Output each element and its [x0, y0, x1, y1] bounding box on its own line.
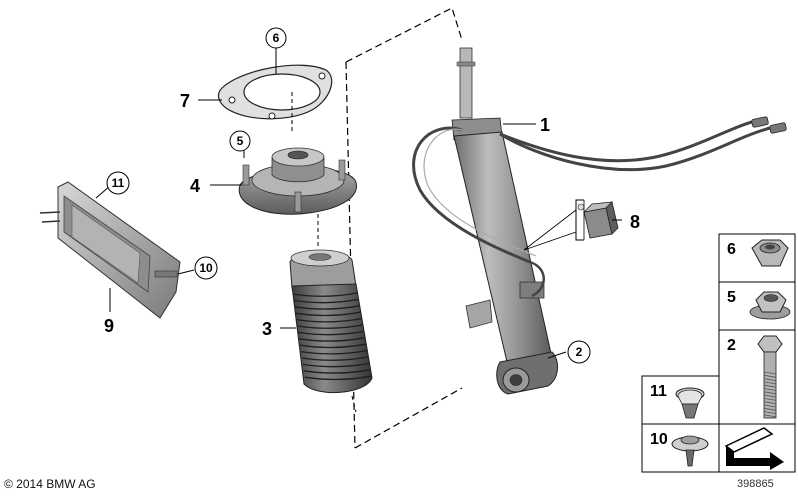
- flange-nut-icon: [749, 291, 791, 320]
- bolt-thread: [763, 394, 777, 398]
- callout-4: 4: [190, 176, 200, 196]
- washer-screw-icon: [671, 435, 709, 467]
- boot-rib: [301, 349, 368, 355]
- bolt-thread: [763, 414, 777, 418]
- boot-rib: [292, 292, 358, 297]
- dust-boot-part: [289, 249, 373, 394]
- underbody-panel-part: [39, 181, 181, 319]
- hex-nut-icon: [751, 239, 789, 267]
- dust-boot-ribs: [292, 292, 372, 381]
- legend-label-6: 6: [727, 241, 736, 258]
- callout-5: 5: [237, 134, 244, 148]
- boot-rib: [302, 362, 370, 368]
- callout-8-bracket: [575, 199, 584, 241]
- callout-5-circle: [229, 130, 251, 152]
- bolt-thread: [763, 374, 777, 378]
- callout-10: 10: [199, 261, 213, 275]
- callout-11: 11: [112, 176, 125, 190]
- boot-rib: [303, 369, 371, 374]
- callout-1: 1: [540, 115, 550, 135]
- boot-rib: [304, 375, 372, 381]
- boot-rib: [301, 356, 369, 361]
- legend-label-2: 2: [727, 337, 736, 354]
- gasket-part: [217, 64, 333, 120]
- bolt-thread: [763, 404, 777, 408]
- callout-6: 6: [273, 31, 280, 45]
- boot-rib: [299, 337, 365, 342]
- boot-rib: [300, 343, 366, 349]
- parts-legend-grid: 6 5 2 11 10: [641, 233, 796, 473]
- bolt-thread: [763, 371, 777, 375]
- callout-8: 8: [630, 212, 640, 232]
- diagram-number: 398865: [737, 478, 774, 490]
- boot-rib: [296, 317, 362, 323]
- callout-7: 7: [180, 91, 190, 111]
- callout-3: 3: [262, 319, 272, 339]
- callout-10-circle: [194, 256, 218, 280]
- legend-label-5: 5: [727, 289, 736, 306]
- bolt-thread: [763, 381, 777, 385]
- bolt-thread: [763, 388, 777, 391]
- bolt-thread: [763, 384, 777, 388]
- boot-rib: [294, 305, 360, 310]
- boot-rib: [293, 298, 359, 304]
- orientation-arrow-icon: [724, 427, 784, 470]
- legend-label-10: 10: [650, 431, 668, 448]
- boot-rib: [297, 324, 363, 329]
- callout-11-circle: [106, 171, 130, 195]
- copyright-text: © 2014 BMW AG: [4, 477, 96, 491]
- callouts: 1 2 3 4 5 6 7 8 9 10 11: [104, 27, 640, 364]
- push-rivet-icon: [675, 387, 705, 419]
- clip-part: [577, 201, 619, 239]
- callout-2-circle: [567, 340, 591, 364]
- bolt-thread: [763, 391, 777, 395]
- callout-6-circle: [265, 27, 287, 49]
- boot-rib: [298, 330, 364, 336]
- bolt-thread: [763, 401, 777, 405]
- strut-mount-part: [238, 147, 357, 215]
- legend-label-11: 11: [650, 383, 667, 400]
- bolt-thread: [763, 378, 777, 381]
- bolt-thread: [763, 411, 777, 414]
- hex-bolt-icon: [757, 335, 783, 419]
- callout-9: 9: [104, 316, 114, 336]
- callout-2: 2: [576, 345, 583, 359]
- shock-absorber-part: [412, 47, 787, 395]
- boot-rib: [295, 311, 361, 317]
- bolt-thread: [763, 407, 777, 411]
- bolt-thread: [763, 398, 777, 401]
